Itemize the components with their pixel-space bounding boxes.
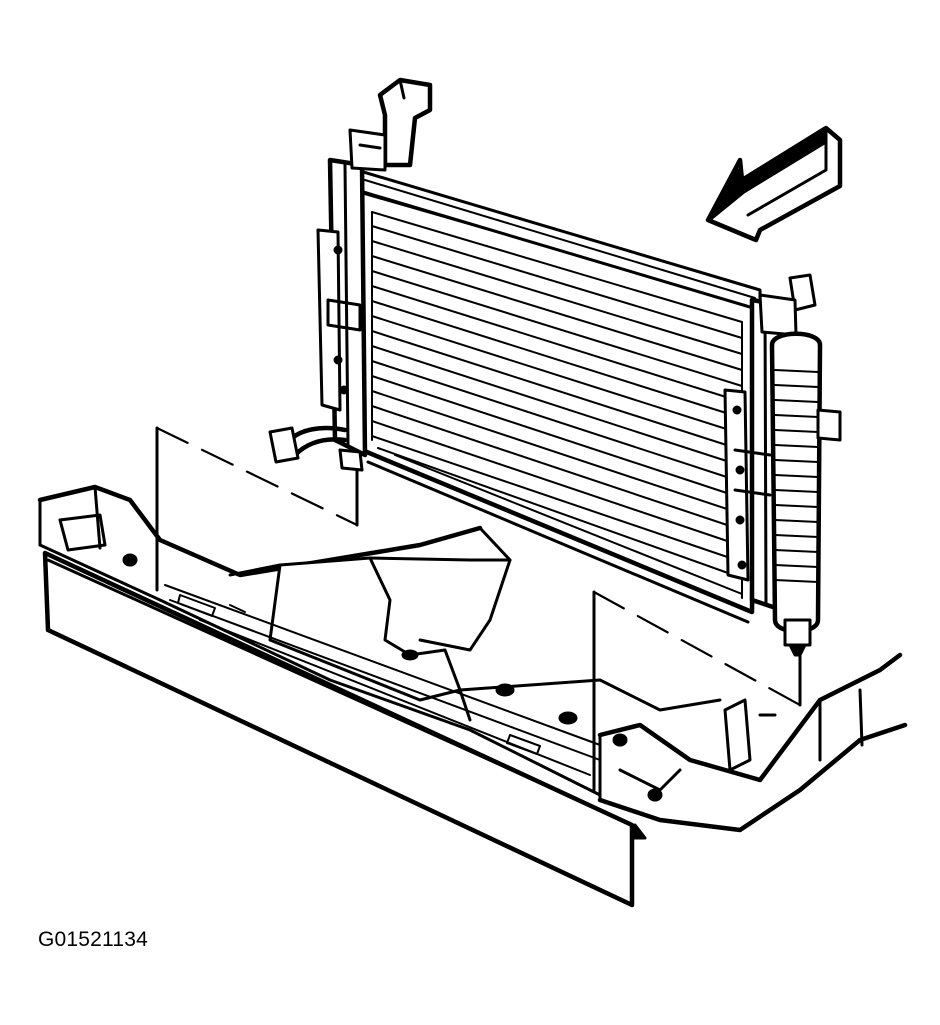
left-side-tank [268,77,433,472]
alignment-guides [155,426,802,792]
arrow-left-down-icon [705,125,843,243]
receiver-dryer [769,331,842,657]
radiator-support-frame [37,484,908,908]
condenser-core [348,166,762,624]
figure-id-label: G01521134 [38,928,149,951]
